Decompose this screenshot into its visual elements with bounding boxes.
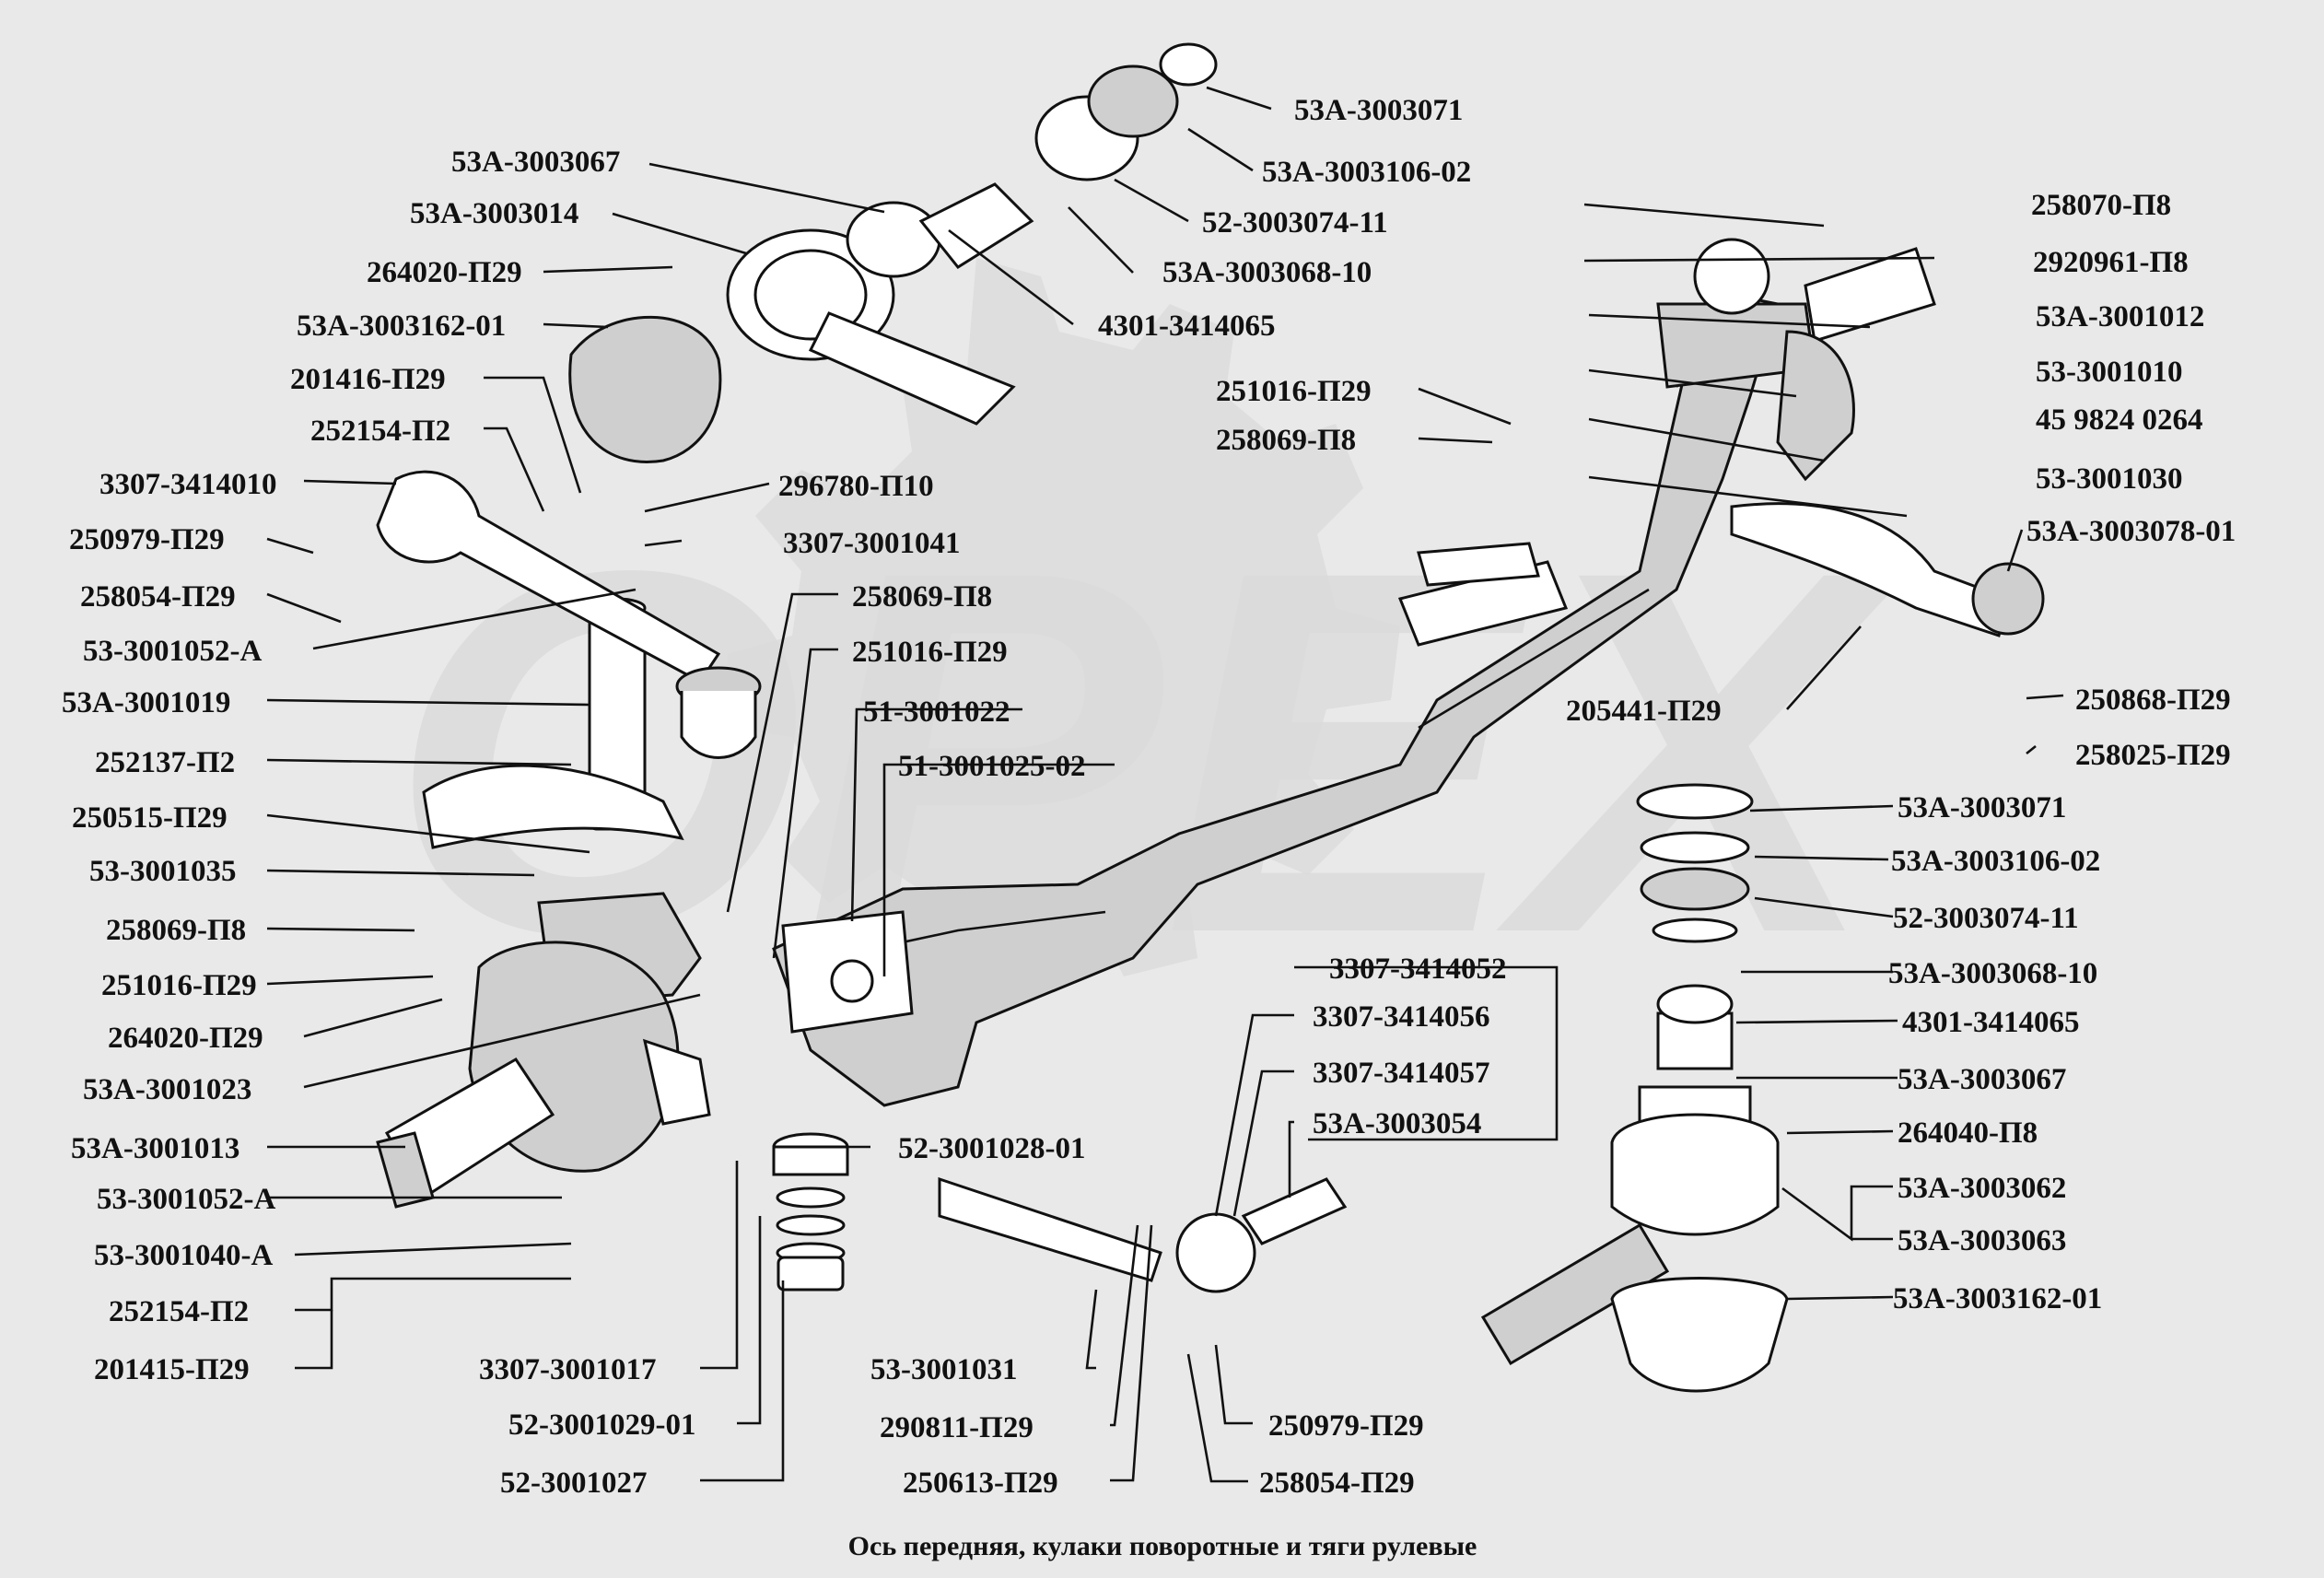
part-label: 52-3001027 <box>500 1467 648 1500</box>
part-label: 53А-3001012 <box>2036 300 2204 333</box>
front-axle-beam <box>772 293 1780 1107</box>
part-label: 53А-3003071 <box>1898 791 2066 824</box>
part-label: 52-3001028-01 <box>898 1132 1085 1165</box>
part-label: 251016-П29 <box>1216 375 1372 408</box>
part-label: 258070-П8 <box>2031 189 2171 222</box>
steering-arm-left <box>422 764 684 849</box>
spring-seat-stack-left <box>772 1132 849 1292</box>
part-label: 252154-П2 <box>310 415 450 448</box>
part-label: 53А-3001013 <box>71 1132 239 1165</box>
part-label: 3307-3414010 <box>99 468 277 501</box>
part-label: 252154-П2 <box>109 1295 249 1328</box>
part-label: 251016-П29 <box>852 636 1008 669</box>
part-label: 251016-П29 <box>101 969 257 1002</box>
part-label: 250613-П29 <box>903 1467 1058 1500</box>
part-label: 252137-П2 <box>95 746 235 779</box>
part-label: 53-3001052-А <box>83 635 262 668</box>
part-label: 3307-3001041 <box>783 527 961 560</box>
part-label: 53-3001052-А <box>97 1183 275 1216</box>
part-label: 264020-П29 <box>367 256 522 289</box>
part-labels: 53А-3003071 53А-3003067 53А-3003106-02 5… <box>62 94 2236 1500</box>
part-label: 4301-3414065 <box>1098 310 1276 343</box>
part-label: 51-3001022 <box>863 695 1010 729</box>
part-label: 53А-3001023 <box>83 1073 251 1106</box>
part-label: 250868-П29 <box>2075 684 2231 717</box>
part-label: 264040-П8 <box>1898 1116 2038 1150</box>
part-label: 201415-П29 <box>94 1353 250 1386</box>
part-label: 53А-3003078-01 <box>2026 515 2236 548</box>
part-label: 258069-П8 <box>1216 424 1356 457</box>
part-label: 250515-П29 <box>72 801 228 835</box>
part-label: 51-3001025-02 <box>898 750 1085 783</box>
part-label: 3307-3414057 <box>1313 1057 1490 1090</box>
leader-lines <box>266 86 2064 1483</box>
part-label: 53А-3003071 <box>1294 94 1463 127</box>
part-label: 258054-П29 <box>80 580 236 614</box>
part-label: 264020-П29 <box>108 1022 263 1055</box>
part-label: 3307-3001017 <box>479 1353 657 1386</box>
part-label: 52-3003074-11 <box>1893 902 2079 935</box>
tie-rod-end-left <box>376 470 762 759</box>
part-label: 53А-3003062 <box>1898 1172 2066 1205</box>
part-label: 250979-П29 <box>1268 1409 1424 1443</box>
part-label: 258054-П29 <box>1259 1467 1415 1500</box>
part-label: 53А-3003106-02 <box>1891 845 2100 878</box>
steering-knuckle-right <box>1656 238 1936 482</box>
part-label: 290811-П29 <box>880 1411 1034 1444</box>
part-label: 52-3003074-11 <box>1202 206 1388 240</box>
part-label: 2920961-П8 <box>2033 246 2189 279</box>
diagram-caption: Ось передняя, кулаки поворотные и тяги р… <box>848 1531 1477 1561</box>
part-label: 53А-3003014 <box>410 197 578 230</box>
part-label: 3307-3414052 <box>1329 953 1507 986</box>
axle-end-pad-left <box>781 910 914 1034</box>
part-label: 258025-П29 <box>2075 739 2231 772</box>
part-label: 53А-3001019 <box>62 686 230 719</box>
part-label: 258069-П8 <box>852 580 992 614</box>
part-label: 4301-3414065 <box>1902 1006 2080 1039</box>
part-label: 53А-3003067 <box>1898 1063 2066 1096</box>
part-label: 53А-3003068-10 <box>1888 957 2097 990</box>
part-label: 53А-3003162-01 <box>1893 1282 2102 1315</box>
part-label: 296780-П10 <box>778 470 934 503</box>
part-label: 53-3001031 <box>870 1353 1018 1386</box>
part-label: 53А-3003162-01 <box>297 310 506 343</box>
part-label: 53А-3003068-10 <box>1162 256 1372 289</box>
part-label: 53А-3003054 <box>1313 1107 1481 1140</box>
part-label: 201416-П29 <box>290 363 446 396</box>
part-label: 52-3001029-01 <box>508 1409 695 1442</box>
part-label: 205441-П29 <box>1566 695 1722 728</box>
ball-joint-assembly-right <box>1480 783 1789 1393</box>
part-label: 53-3001035 <box>89 855 237 888</box>
part-label: 53А-3003106-02 <box>1262 156 1471 189</box>
drag-link-right <box>1730 502 2045 637</box>
part-label: 250979-П29 <box>69 523 225 556</box>
part-label: 53-3001040-А <box>94 1239 273 1272</box>
center-tie-rod <box>938 1176 1348 1293</box>
part-label: 258069-П8 <box>106 914 246 947</box>
part-label: 53-3001010 <box>2036 356 2183 389</box>
part-label: 53-3001030 <box>2036 462 2183 496</box>
part-label: 53А-3003067 <box>451 146 620 179</box>
tie-rod-upper-assembly <box>568 42 1218 463</box>
steering-knuckle-left <box>376 892 711 1209</box>
part-label: 53А-3003063 <box>1898 1224 2066 1257</box>
part-label: 3307-3414056 <box>1313 1000 1490 1034</box>
part-label: 45 9824 0264 <box>2036 403 2203 437</box>
